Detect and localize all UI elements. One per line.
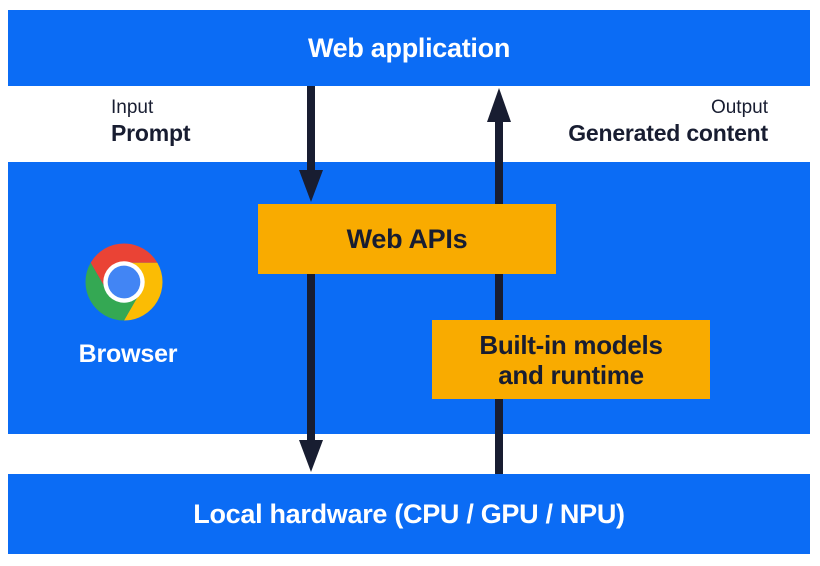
chrome-icon [85,243,163,321]
input-label: Input Prompt [111,96,191,147]
output-arrow-head [487,88,511,122]
input-label-value: Prompt [111,120,191,146]
chrome-icon-yellow-segment [124,262,163,321]
web-apis-label: Web APIs [346,223,468,254]
output-label-title: Output [710,97,768,118]
input-label-title: Input [111,97,154,118]
output-label: Output Generated content [568,96,768,147]
builtin-models-label-line2: and runtime [498,359,644,390]
chrome-icon-blue-center [107,265,141,299]
chrome-icon-red-segment [90,243,158,292]
local-hardware-layer: Local hardware (CPU / GPU / NPU) [8,474,810,554]
web-application-label: Web application [307,32,511,63]
input-flow-arrow-down [299,86,323,472]
browser-label: Browser [78,340,178,368]
output-label-value: Generated content [568,120,768,146]
local-hardware-label: Local hardware (CPU / GPU / NPU) [193,498,625,529]
output-flow-arrow-up [487,88,511,474]
builtin-models-label-line1: Built-in models [479,329,663,360]
input-arrow-head-upper [299,170,323,202]
builtin-models-box: Built-in models and runtime [432,320,710,399]
input-arrow-head-lower [299,440,323,472]
web-apis-box: Web APIs [258,204,556,274]
chrome-icon-green-segment [85,262,141,321]
web-application-layer: Web application [8,10,810,86]
